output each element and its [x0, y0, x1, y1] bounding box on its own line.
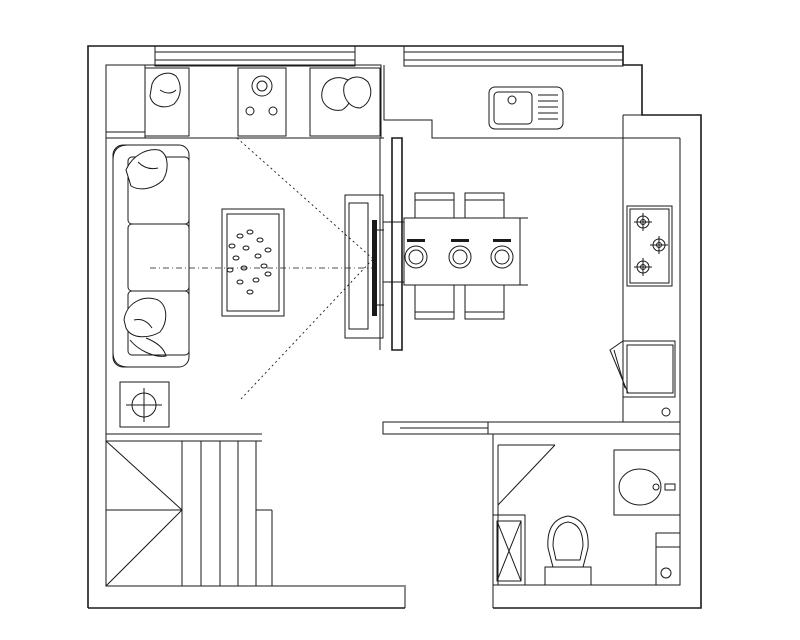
lamp-icon: [120, 382, 169, 427]
sink-icon: [489, 87, 563, 129]
water-heater: [656, 533, 680, 585]
kitchen-counter-line: [623, 138, 680, 422]
window-top-right: [404, 46, 623, 66]
dining-table: [383, 218, 528, 285]
armchair-right: [310, 68, 380, 136]
chairs-top: [415, 193, 504, 218]
staircase: [106, 434, 272, 586]
washbasin: [614, 450, 680, 515]
exterior-walls: [88, 46, 701, 608]
sightline-guides: [150, 138, 372, 399]
plant-icon: [227, 230, 271, 294]
place-setting-icon: [405, 239, 513, 268]
bathroom-wall: [383, 422, 680, 585]
side-table: [238, 68, 286, 136]
shower-tray: [493, 515, 525, 585]
sofa-cushion-top: [126, 150, 167, 189]
partition-tv-wall: [380, 138, 402, 350]
sofa-cushion-bottom: [124, 298, 166, 356]
balcony-ledge: [106, 65, 680, 138]
chairs-bottom: [415, 285, 504, 319]
burner-icon: [634, 213, 668, 276]
armchair-left: [145, 68, 189, 136]
tv-console: [345, 195, 384, 338]
window-top-left: [155, 46, 355, 66]
gas-hob: [627, 206, 672, 286]
toilet: [545, 516, 591, 585]
oven: [610, 341, 675, 416]
coffee-table: [222, 209, 284, 316]
bathroom-door-swing: [498, 445, 555, 505]
